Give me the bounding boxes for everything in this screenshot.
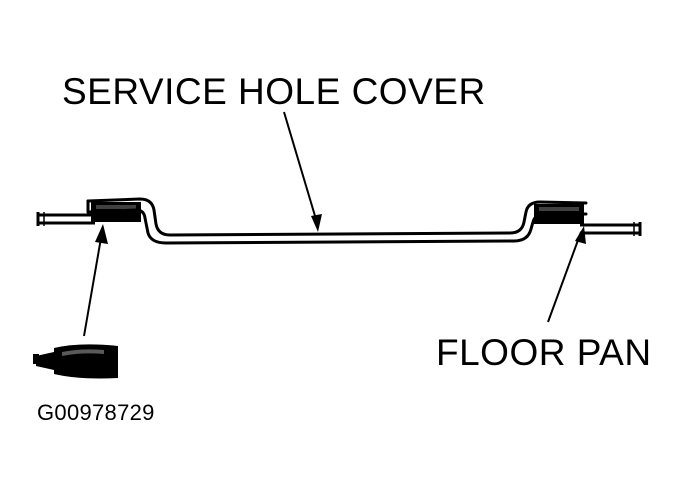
floor-pan-leader [547,226,586,323]
figure-id-label: G00978729 [37,400,155,425]
floor-pan-right [580,222,642,236]
service-hole-cover-leader [283,111,322,232]
sealant-tube-icon [33,344,118,379]
floor-pan-left [36,212,95,226]
service-hole-cover-profile [86,197,588,245]
service-hole-cover-label: SERVICE HOLE COVER [62,71,486,112]
floor-pan-label: FLOOR PAN [436,332,652,373]
sealant-application-arrow [83,224,108,337]
